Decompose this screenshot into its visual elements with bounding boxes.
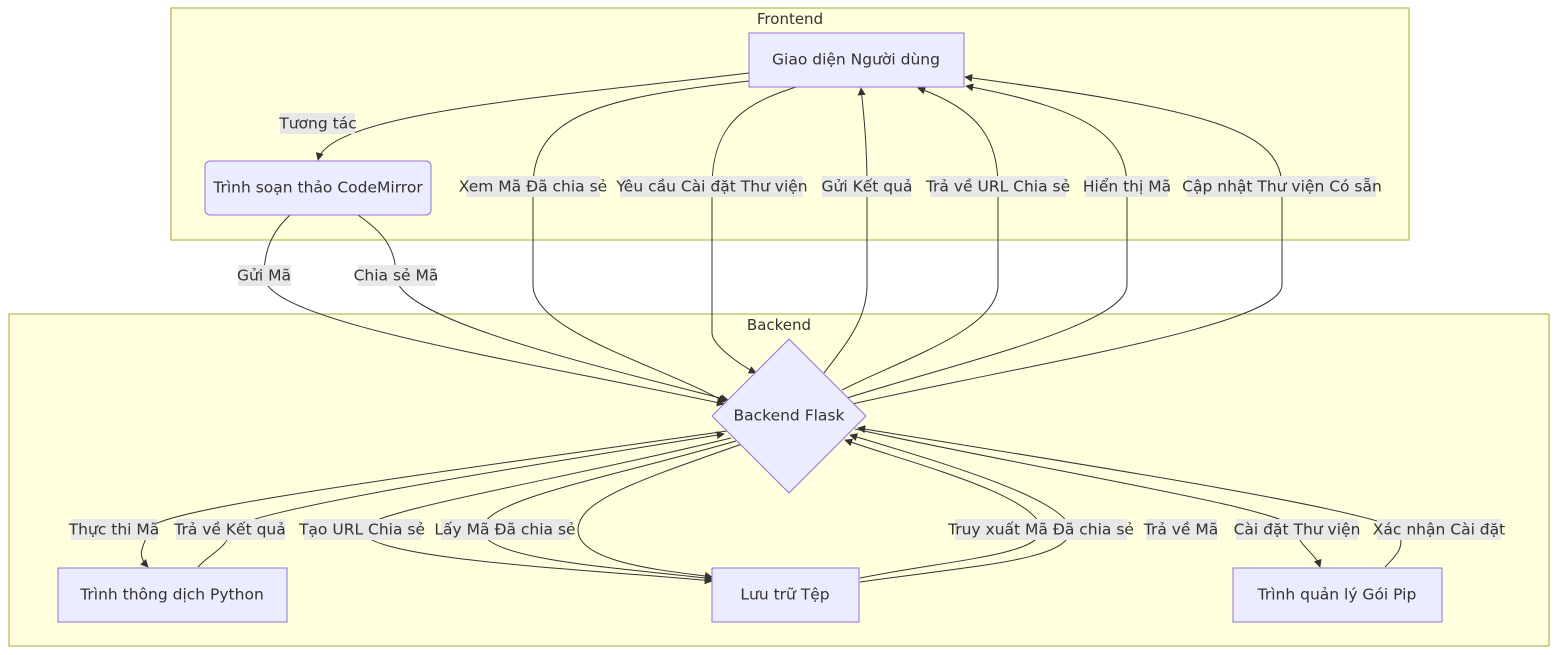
node-python-label: Trình thông dịch Python: [79, 586, 264, 604]
edge-label-interact: Tương tác: [278, 115, 356, 133]
node-python: Trình thông dịch Python: [57, 567, 288, 623]
edge-interact: [315, 72, 750, 161]
edge-execute: [140, 430, 728, 568]
edge-label-send-code: Gửi Mã: [237, 267, 291, 285]
edge-confirm-install: [857, 425, 1402, 568]
edge-labels: Tương tác Xem Mã Đã chia sẻ Yêu cầu Cài …: [68, 113, 1505, 540]
backend-cluster-title: Backend: [747, 316, 811, 334]
edge-label-get-shared: Lấy Mã Đã chia sẻ: [434, 521, 575, 539]
node-storage-label: Lưu trữ Tệp: [740, 586, 829, 604]
node-ui: Giao diện Người dùng: [748, 32, 965, 88]
node-ui-label: Giao diện Người dùng: [772, 51, 940, 69]
edge-return-result: [197, 431, 725, 568]
edge-install-lib: [854, 428, 1322, 568]
node-editor: Trình soạn thảo CodeMirror: [204, 160, 432, 216]
edge-label-install-lib: Cài đặt Thư viện: [1234, 521, 1361, 539]
edge-label-show-code: Hiển thị Mã: [1083, 178, 1171, 196]
edge-label-send-result: Gửi Kết quả: [822, 178, 913, 196]
node-flask-label: Backend Flask: [734, 407, 845, 425]
node-flask: Backend Flask: [711, 338, 867, 494]
node-editor-label: Trình soạn thảo CodeMirror: [212, 179, 423, 197]
edge-label-view-shared: Xem Mã Đã chia sẻ: [459, 178, 607, 196]
edge-label-update-libs: Cập nhật Thư viện Có sẵn: [1182, 178, 1382, 196]
edge-label-return-result: Trả về Kết quả: [173, 521, 286, 539]
edge-update-libs: [851, 73, 1283, 405]
node-pip: Trình quản lý Gói Pip: [1232, 567, 1443, 623]
edge-label-retrieve-shared: Truy xuất Mã Đã chia sẻ: [947, 521, 1134, 539]
edge-send-result: [823, 87, 868, 374]
node-pip-label: Trình quản lý Gói Pip: [1257, 586, 1417, 604]
edge-label-execute: Thực thi Mã: [68, 521, 160, 539]
edge-label-return-url: Trả về URL Chia sẻ: [925, 178, 1070, 196]
edge-label-share-code: Chia sẻ Mã: [354, 267, 439, 285]
edge-lay-ma-da: [577, 443, 743, 580]
edge-label-confirm-install: Xác nhận Cài đặt: [1373, 521, 1505, 539]
edge-return-url: [841, 86, 999, 391]
edge-label-create-url: Tạo URL Chia sẻ: [298, 521, 425, 539]
edge-label-request-install: Yêu cầu Cài đặt Thư viện: [615, 178, 807, 196]
edge-share-code: [357, 214, 729, 403]
node-storage: Lưu trữ Tệp: [711, 567, 860, 623]
edge-label-return-code: Trả về Mã: [1143, 521, 1219, 539]
edge-show-code: [846, 83, 1128, 399]
edge-send-code: [263, 214, 725, 407]
frontend-cluster-title: Frontend: [757, 10, 823, 28]
